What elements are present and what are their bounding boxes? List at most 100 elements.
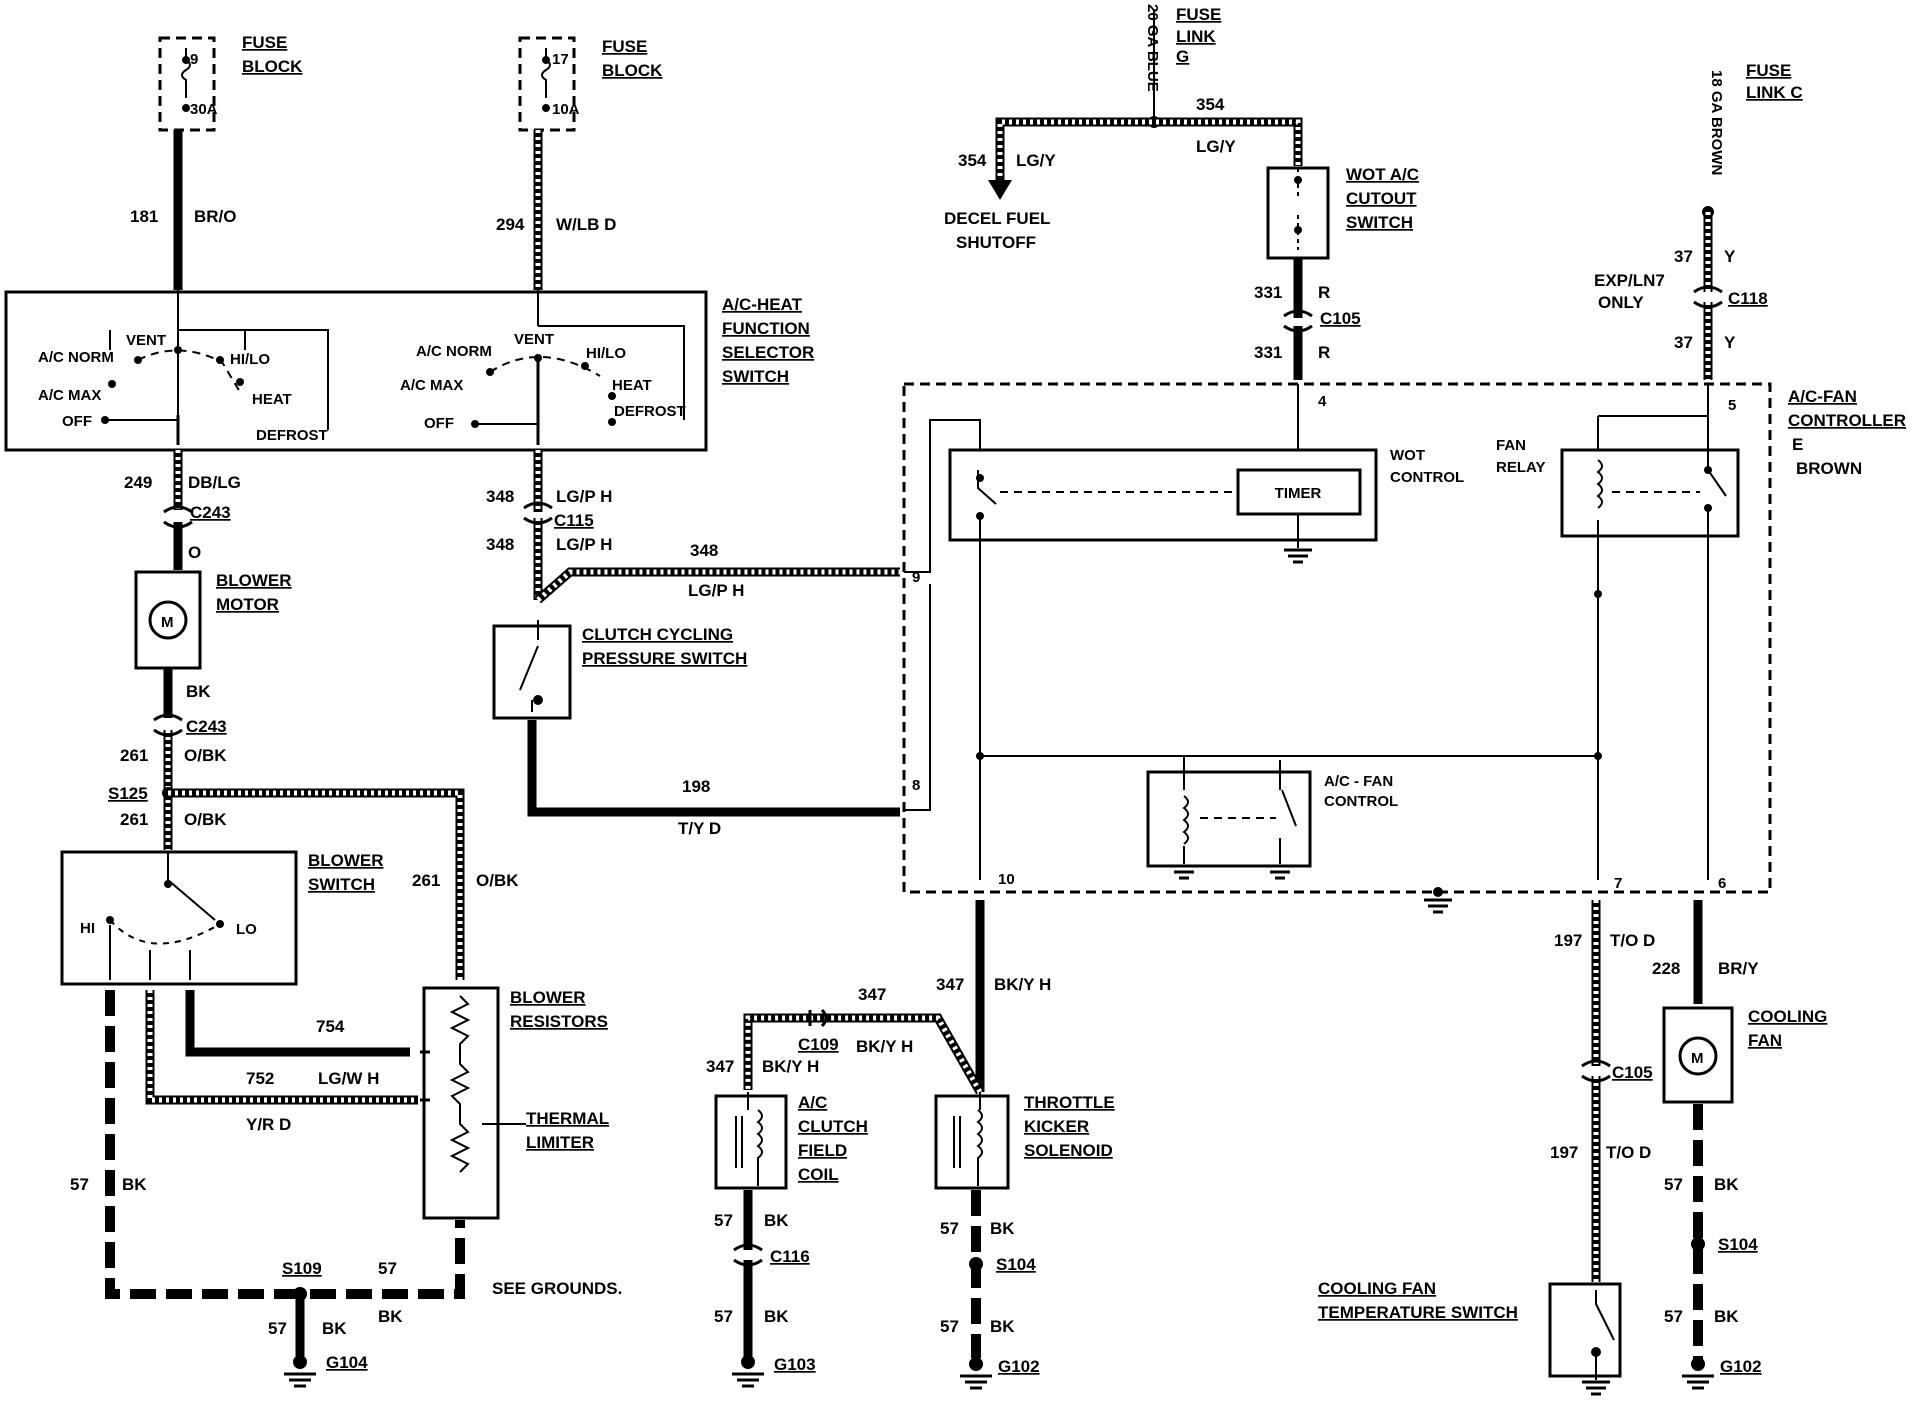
splice-s125: S125	[108, 784, 148, 803]
cooling-fan-temp-switch: COOLING FAN TEMPERATURE SWITCH	[1318, 1279, 1622, 1396]
splice-s109: S109	[282, 1259, 322, 1278]
sel-left-acmax: A/C MAX	[38, 387, 101, 404]
fuse-link-g-2: LINK	[1176, 27, 1216, 46]
wire-197b-num: 197	[1550, 1143, 1578, 1162]
blower-switch: HI LO BLOWER SWITCH	[60, 850, 384, 986]
pin-10: 10	[998, 871, 1015, 888]
wire-57i-color: BK	[1714, 1307, 1739, 1326]
wire-331a-color: R	[1318, 283, 1330, 302]
cooling-fan-label-2: FAN	[1748, 1031, 1782, 1050]
temp-switch-label-1: COOLING FAN	[1318, 1279, 1436, 1298]
clutch-coil-1: A/C	[798, 1093, 827, 1112]
wire-261c-color: O/BK	[476, 871, 519, 890]
sel-left-off: OFF	[62, 413, 92, 430]
ac-clutch-coil: A/C CLUTCH FIELD COIL	[714, 1092, 868, 1190]
ground-g102-b: G102	[1720, 1357, 1762, 1376]
ground-g103: G103	[774, 1355, 816, 1374]
wire-37a-num: 37	[1674, 247, 1693, 266]
wire-57a-color: BK	[122, 1175, 147, 1194]
wot-switch-label-3: SWITCH	[1346, 213, 1413, 232]
wire-261b-num: 261	[120, 810, 148, 829]
fuse-left-label-1: FUSE	[242, 33, 287, 52]
ground-g102-a: G102	[998, 1357, 1040, 1376]
limiter-label-2: LIMITER	[526, 1133, 594, 1152]
blower-motor-label-1: BLOWER	[216, 571, 292, 590]
wire-57e-num: 57	[714, 1307, 733, 1326]
fuse-mid-rating: 10A	[552, 101, 580, 118]
conn-c118: C118	[1728, 289, 1768, 308]
fuse-link-c-2: LINK C	[1746, 83, 1803, 102]
wire-354b-color: LG/Y	[1196, 137, 1236, 156]
wire-57a-num: 57	[70, 1175, 89, 1194]
pin-5: 5	[1728, 397, 1736, 414]
clutch-cycling-switch: CLUTCH CYCLING PRESSURE SWITCH	[492, 620, 747, 720]
resistors-label-1: BLOWER	[510, 988, 586, 1007]
wire-348a-num: 348	[486, 487, 514, 506]
controller-label-3: E	[1792, 435, 1803, 454]
wire-348a-color: LG/P H	[556, 487, 612, 506]
fuse-link-c-wire: 18 GA BROWN	[1708, 70, 1725, 175]
blower-resistors: BLOWER RESISTORS THERMAL LIMITER	[420, 986, 609, 1220]
pin-8: 8	[912, 777, 920, 794]
wire-331b-color: R	[1318, 343, 1330, 362]
clutch-coil-4: COIL	[798, 1165, 839, 1184]
wire-198-color: T/Y D	[678, 819, 721, 838]
decel-label-2: SHUTOFF	[956, 233, 1036, 252]
wire-354b-num: 354	[1196, 95, 1225, 114]
wire-57b-num: 57	[378, 1259, 397, 1278]
fan-controller: A/C-FAN CONTROLLER E BROWN 4 5 9 8 10 7 …	[902, 382, 1906, 914]
ground-g104: G104	[326, 1353, 368, 1372]
controller-label-2: CONTROLLER	[1788, 411, 1906, 430]
pin-4: 4	[1318, 393, 1327, 410]
wire-249-num: 249	[124, 473, 152, 492]
fan-relay-label-2: RELAY	[1496, 459, 1545, 476]
clutch-switch-label-2: PRESSURE SWITCH	[582, 649, 747, 668]
fuse-left-rating: 30A	[190, 101, 218, 118]
fuse-link-g-1: FUSE	[1176, 5, 1221, 24]
sel-right-defrost: DEFROST	[614, 403, 686, 420]
wire-294-num: 294	[496, 215, 525, 234]
wire-37b-color: Y	[1724, 333, 1736, 352]
fuse-link-g-3: G	[1176, 47, 1189, 66]
sel-left-hilo: HI/LO	[230, 351, 270, 368]
cooling-fan-symbol: M	[1691, 1050, 1704, 1067]
conn-c105-b: C105	[1612, 1063, 1653, 1082]
wire-261c-num: 261	[412, 871, 440, 890]
blower-motor-label-2: MOTOR	[216, 595, 279, 614]
wire-331b-num: 331	[1254, 343, 1282, 362]
wire-197b-color: T/O D	[1606, 1143, 1651, 1162]
splice-s104-a: S104	[996, 1255, 1036, 1274]
decel-label-1: DECEL FUEL	[944, 209, 1050, 228]
fuse-link-g-wire: 20 GA BLUE	[1144, 4, 1161, 92]
wire-228-color: BR/Y	[1718, 959, 1759, 978]
see-grounds: SEE GROUNDS.	[492, 1279, 622, 1298]
kicker-label-2: KICKER	[1024, 1117, 1089, 1136]
fuse-mid-label-2: BLOCK	[602, 61, 663, 80]
selector-switch: VENT A/C NORM HI/LO A/C MAX HEAT OFF DEF…	[4, 290, 814, 452]
wire-348c-num: 348	[690, 541, 718, 560]
wire-249-color: DB/LG	[188, 473, 241, 492]
wire-354a-color: LG/Y	[1016, 151, 1056, 170]
sel-right-acmax: A/C MAX	[400, 377, 463, 394]
wire-57i-num: 57	[1664, 1307, 1683, 1326]
clutch-switch-label-1: CLUTCH CYCLING	[582, 625, 733, 644]
wire-37b-num: 37	[1674, 333, 1693, 352]
wire-57c-color: BK	[322, 1319, 347, 1338]
wire-57h-num: 57	[1664, 1175, 1683, 1194]
conn-c243-a: C243	[190, 503, 231, 522]
conn-c109: C109	[798, 1035, 839, 1054]
wire-197a-color: T/O D	[1610, 931, 1655, 950]
fuse-block-left: 9 30A FUSE BLOCK	[158, 33, 303, 132]
wire-347a-color: BK/Y H	[994, 975, 1051, 994]
ac-fan-control-2: CONTROL	[1324, 793, 1398, 810]
sel-right-heat: HEAT	[612, 377, 652, 394]
fuse-left-number: 9	[190, 51, 198, 68]
blower-switch-lo: LO	[236, 921, 257, 938]
wire-354a-num: 354	[958, 151, 987, 170]
controller-label-4: BROWN	[1796, 459, 1862, 478]
controller-label-1: A/C-FAN	[1788, 387, 1857, 406]
wire-bk-color: BK	[186, 682, 211, 701]
wot-control-label-2: CONTROL	[1390, 469, 1464, 486]
blower-motor: M BLOWER MOTOR	[134, 570, 292, 670]
